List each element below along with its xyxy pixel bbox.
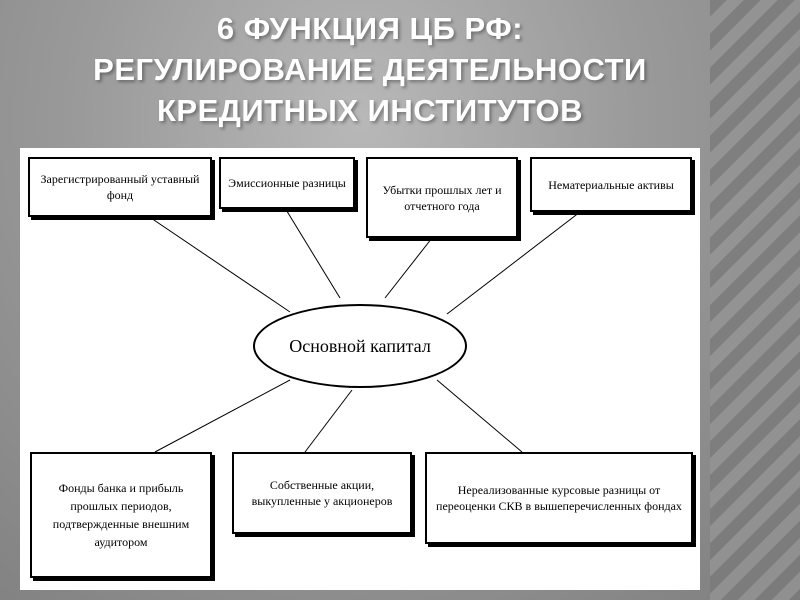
node-emission-differences: Эмиссионные разницы [219,157,355,209]
slide-title-line-1: 6 ФУНКЦИЯ ЦБ РФ: [216,11,524,46]
slide-title-line-3: КРЕДИТНЫХ ИНСТИТУТОВ [157,93,583,128]
node-intangible-assets: Нематериальные активы [530,157,692,212]
connector-bottom-1 [154,379,291,453]
connector-bottom-3 [436,379,523,453]
node-core-capital: Основной капитал [253,304,467,388]
decorative-stripes [710,0,800,600]
node-unrealized-differences: Нереализованные курсовые разницы от пере… [425,452,693,544]
connector-top-4 [446,211,581,315]
connector-bottom-2 [304,389,353,453]
node-losses: Убытки прошлых лет и отчетного года [366,157,518,238]
connector-top-3 [384,237,433,299]
node-registered-fund: Зарегистрированный уставный фонд [28,157,212,217]
connector-top-2 [284,207,341,299]
node-own-shares: Собственные акции, выкупленные у акционе… [232,452,412,534]
slide-title-line-2: РЕГУЛИРОВАНИЕ ДЕЯТЕЛЬНОСТИ [93,52,647,87]
connector-top-1 [147,215,291,313]
node-bank-funds: Фонды банка и прибыль прошлых периодов, … [30,452,212,578]
